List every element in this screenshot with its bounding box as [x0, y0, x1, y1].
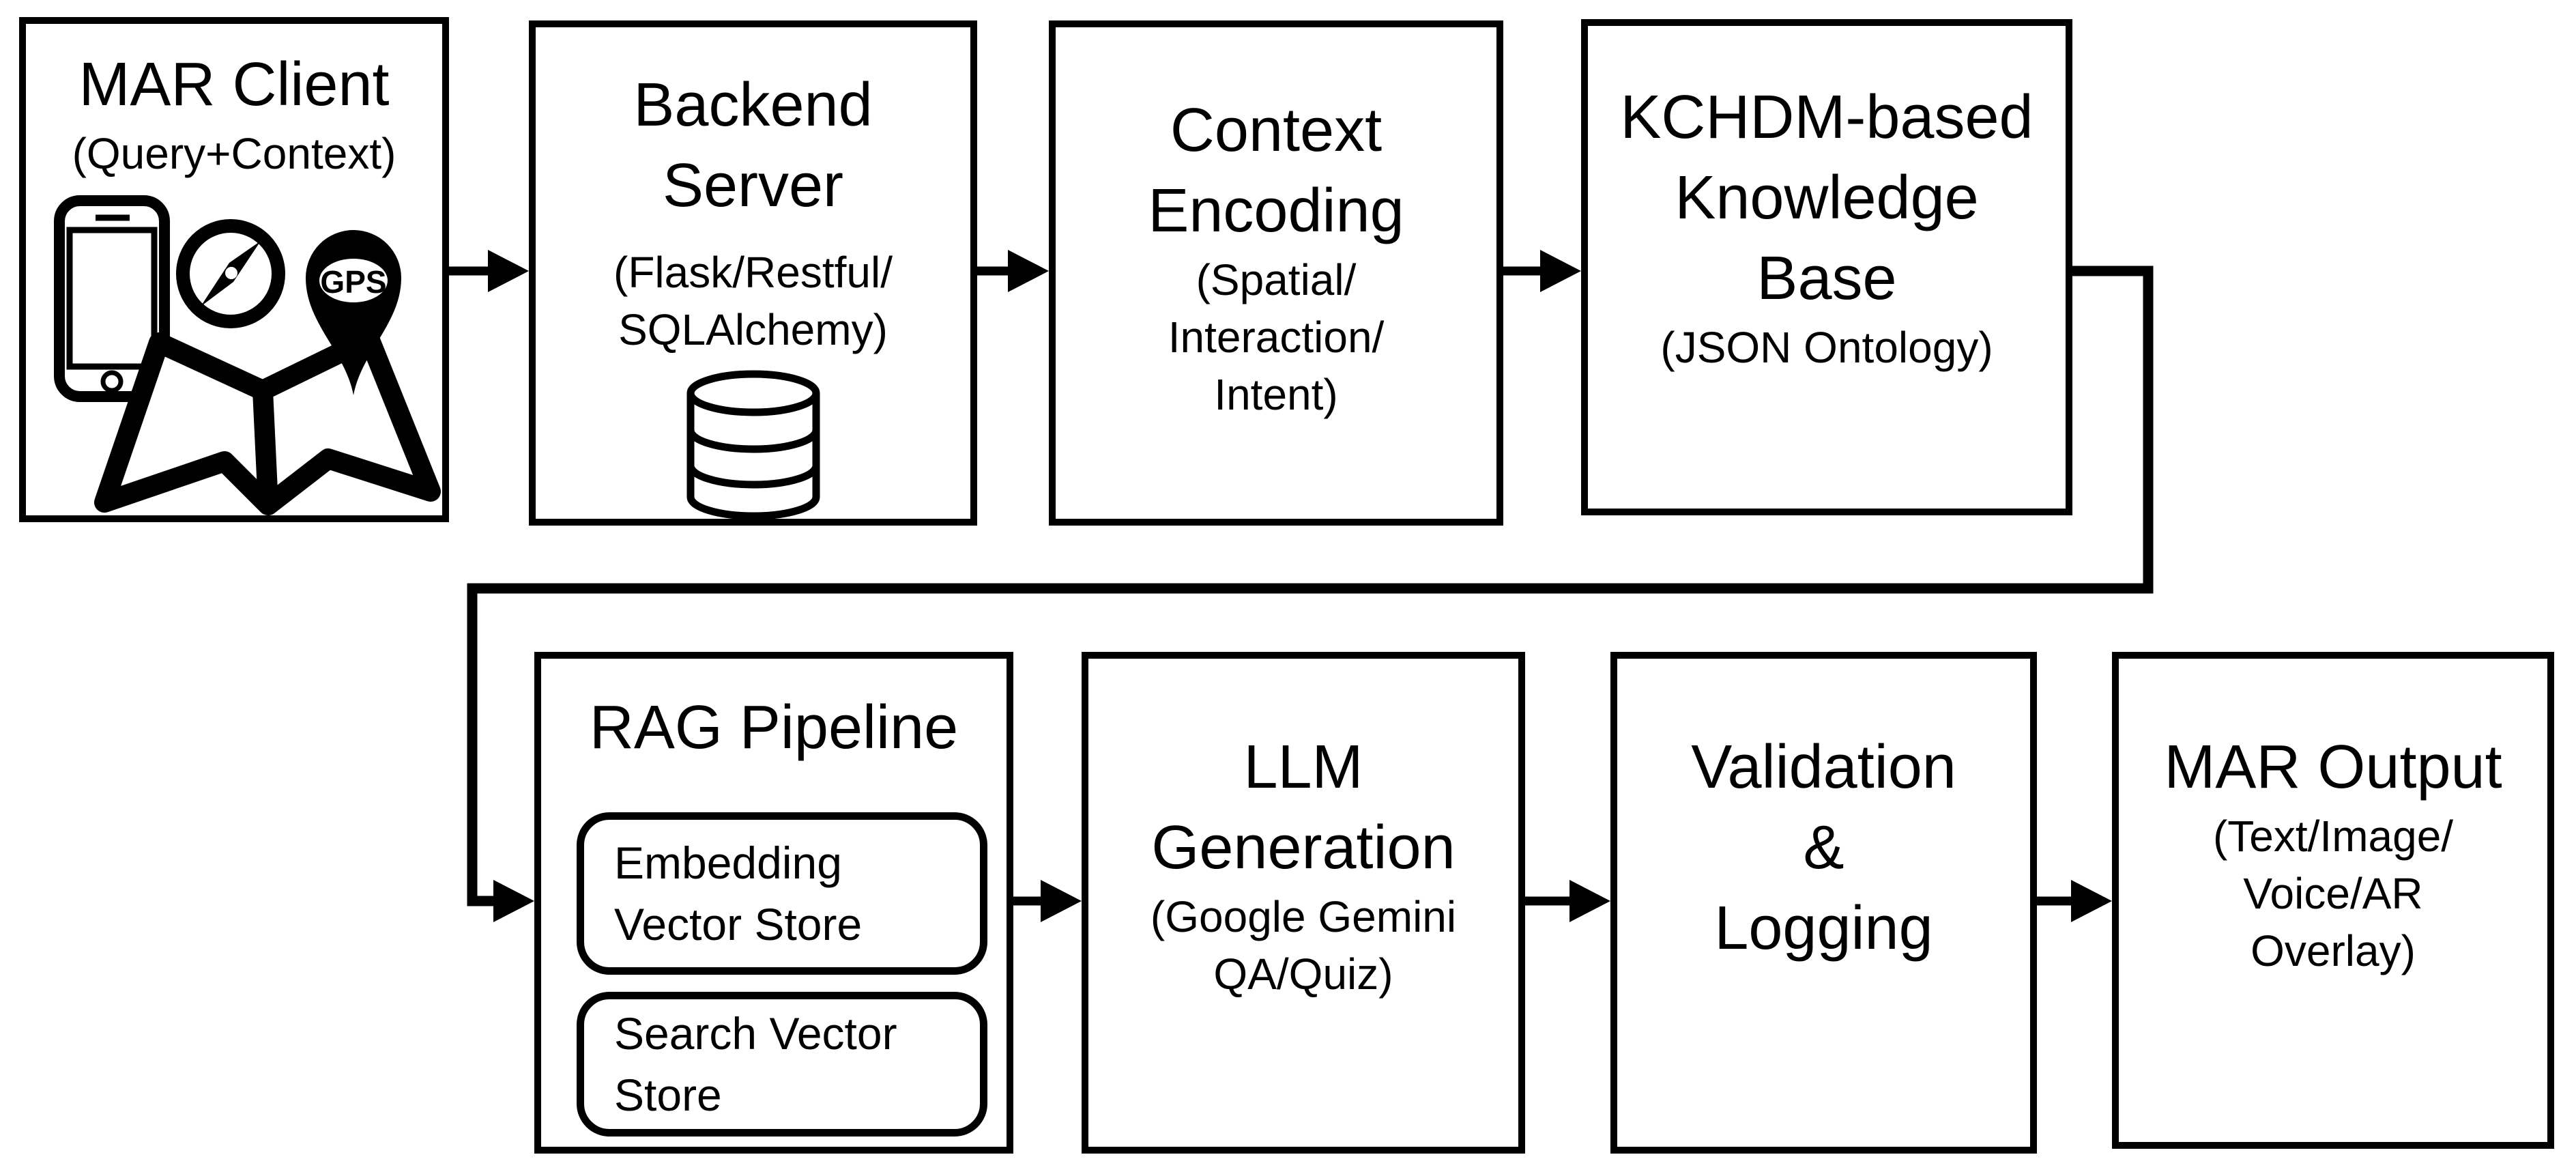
arrow-client-to-backend — [449, 250, 529, 292]
knowledge-base-title-line3: Base — [1756, 244, 1897, 313]
arrow-rag-to-llm — [1013, 880, 1082, 922]
llm-generation-subtitle-line1: (Google Gemini — [1150, 892, 1457, 941]
search-vector-store-box: Search Vector Store — [577, 992, 987, 1137]
context-encoding-title-line2: Encoding — [1148, 177, 1404, 245]
backend-server-subtitle-line2: SQLAlchemy) — [618, 305, 888, 354]
box-mar-client: MAR Client (Query+Context) GPS — [19, 17, 449, 522]
gps-pin-icon: GPS — [306, 230, 401, 395]
backend-server-subtitle-line1: (Flask/Restful/ — [613, 248, 893, 297]
embedding-store-line1: Embedding — [614, 838, 842, 888]
context-encoding-subtitle-line3: Intent) — [1214, 370, 1338, 419]
knowledge-base-title-line2: Knowledge — [1675, 164, 1979, 232]
context-encoding-subtitle-line2: Interaction/ — [1168, 313, 1385, 362]
knowledge-base-subtitle: (JSON Ontology) — [1660, 323, 1993, 372]
mar-output-subtitle-line1: (Text/Image/ — [2212, 812, 2454, 861]
arrow-validation-to-output — [2037, 880, 2112, 922]
arrow-backend-to-context — [977, 250, 1049, 292]
embedding-store-line2: Vector Store — [614, 899, 863, 949]
arrow-context-to-knowledge — [1503, 250, 1581, 292]
context-encoding-title-line1: Context — [1170, 96, 1383, 165]
box-knowledge-base: KCHDM-based Knowledge Base (JSON Ontolog… — [1581, 19, 2072, 515]
context-encoding-subtitle-line1: (Spatial/ — [1196, 255, 1357, 304]
mar-output-subtitle-line2: Voice/AR — [2243, 869, 2423, 918]
arrow-llm-to-validation — [1525, 880, 1610, 922]
llm-generation-subtitle-line2: QA/Quiz) — [1213, 949, 1393, 999]
folded-map-icon — [94, 328, 441, 515]
box-context-encoding: Context Encoding (Spatial/ Interaction/ … — [1049, 20, 1503, 526]
search-store-line2: Store — [614, 1070, 722, 1120]
validation-logging-title-line1: Validation — [1691, 733, 1956, 801]
compass-icon — [176, 219, 285, 328]
validation-logging-title-line3: Logging — [1714, 894, 1933, 962]
box-mar-output: MAR Output (Text/Image/ Voice/AR Overlay… — [2112, 652, 2554, 1149]
box-llm-generation: LLM Generation (Google Gemini QA/Quiz) — [1082, 652, 1525, 1154]
mar-output-subtitle-line3: Overlay) — [2251, 926, 2416, 975]
mar-client-title: MAR Client — [78, 51, 390, 119]
database-icon — [686, 370, 820, 520]
validation-logging-title-line2: & — [1803, 814, 1844, 882]
gps-pin-label: GPS — [320, 264, 386, 300]
rag-pipeline-title: RAG Pipeline — [589, 694, 959, 762]
box-backend-server: Backend Server (Flask/Restful/ SQLAlchem… — [529, 20, 977, 526]
smartphone-icon — [54, 195, 170, 402]
llm-generation-title-line2: Generation — [1151, 814, 1456, 882]
search-store-line1: Search Vector — [614, 1008, 897, 1059]
box-validation-logging: Validation & Logging — [1610, 652, 2037, 1154]
mar-output-title: MAR Output — [2164, 733, 2502, 801]
backend-server-title-line1: Backend — [633, 71, 873, 139]
embedding-vector-store-box: Embedding Vector Store — [577, 812, 987, 975]
knowledge-base-title-line1: KCHDM-based — [1620, 83, 2034, 152]
backend-server-title-line2: Server — [662, 152, 844, 220]
llm-generation-title-line1: LLM — [1243, 733, 1363, 801]
mar-client-subtitle: (Query+Context) — [72, 129, 396, 178]
box-rag-pipeline: RAG Pipeline Embedding Vector Store Sear… — [534, 652, 1013, 1154]
